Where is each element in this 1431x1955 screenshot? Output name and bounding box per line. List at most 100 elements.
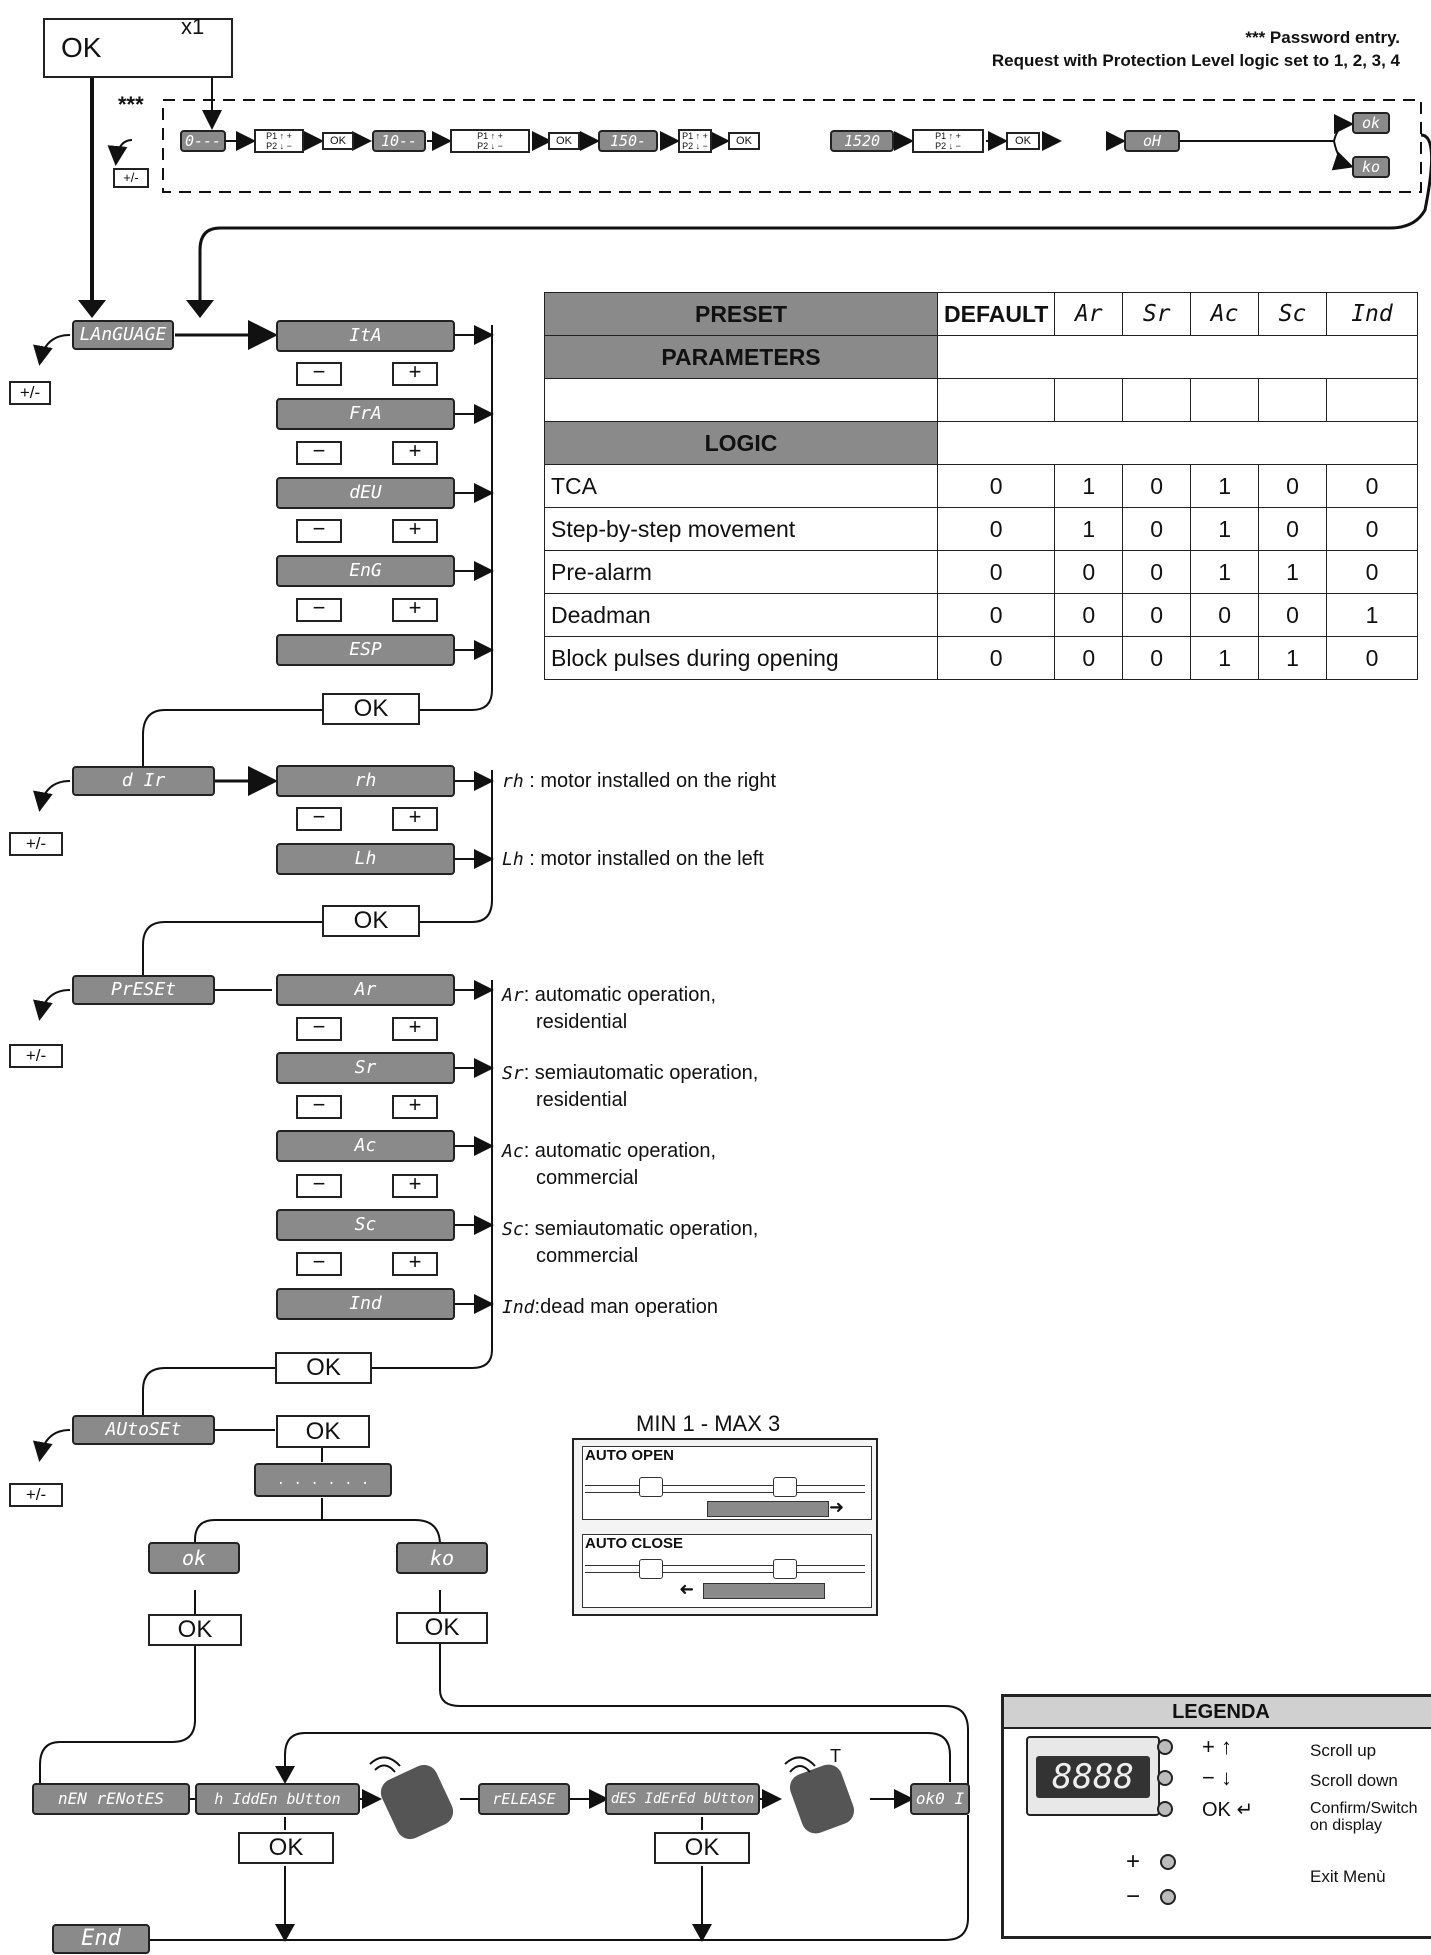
- legend-button-down: [1157, 1770, 1173, 1786]
- password-digit-step-1: 0---: [180, 130, 226, 152]
- direction-option-rh[interactable]: rh: [276, 765, 455, 797]
- minus-button[interactable]: −: [296, 1251, 342, 1276]
- plus-button[interactable]: +: [392, 1173, 438, 1198]
- remotes-hidden-button: h IddEn bUtton: [195, 1783, 360, 1815]
- legend-minus: −: [1126, 1883, 1141, 1910]
- minus-button[interactable]: −: [296, 361, 342, 386]
- plus-button[interactable]: +: [392, 518, 438, 543]
- password-digit-step-4: 1520: [830, 130, 894, 152]
- table-header-ind: Ind: [1325, 292, 1419, 336]
- preset-desc-ind: Ind:dead man operation: [502, 1296, 718, 1318]
- preset-option-sr[interactable]: Sr: [276, 1052, 455, 1084]
- menu-language[interactable]: LAnGUAGE: [72, 320, 174, 350]
- password-ok-4: OK: [1006, 132, 1040, 150]
- auto-open-panel: AUTO OPEN ➜: [582, 1446, 872, 1520]
- autoset-plusminus[interactable]: +/-: [9, 1483, 63, 1507]
- preset-ok-button[interactable]: OK: [275, 1352, 372, 1384]
- preset-plusminus[interactable]: +/-: [9, 1044, 63, 1068]
- menu-new-remotes[interactable]: nEN rENotES: [32, 1783, 190, 1815]
- autoset-ok-confirm[interactable]: OK: [148, 1614, 242, 1646]
- entry-ok-box[interactable]: OK: [43, 18, 233, 78]
- language-option-deu[interactable]: dEU: [276, 477, 455, 509]
- password-digit-step-3: 150-: [598, 130, 658, 152]
- remotes-ok-2[interactable]: OK: [654, 1832, 750, 1864]
- press-count: x1: [181, 14, 205, 39]
- plus-button[interactable]: +: [392, 1016, 438, 1041]
- preset-desc-ar: Ar: automatic operation,residential: [502, 984, 717, 1033]
- plus-button[interactable]: +: [392, 1094, 438, 1119]
- table-header-sr: Sr: [1122, 292, 1192, 336]
- legend-plus: +: [1126, 1848, 1141, 1875]
- table-section-parameters: PARAMETERS: [544, 335, 938, 379]
- preset-option-ar[interactable]: Ar: [276, 974, 455, 1006]
- remote-hand-icon: [369, 1756, 454, 1840]
- remotes-desired-button: dES IdErEd bUtton: [605, 1783, 760, 1815]
- plus-button[interactable]: +: [392, 806, 438, 831]
- direction-desc-lh: Lh : motor installed on the left: [502, 848, 764, 870]
- password-result: oH: [1124, 130, 1180, 152]
- password-plusminus[interactable]: +/-: [113, 168, 149, 188]
- minus-button[interactable]: −: [296, 1094, 342, 1119]
- minus-button[interactable]: −: [296, 518, 342, 543]
- autoset-progress: . . . . . .: [254, 1463, 392, 1497]
- minus-button[interactable]: −: [296, 806, 342, 831]
- password-ok-out: ok: [1352, 112, 1390, 134]
- auto-cycle-panel: AUTO OPEN ➜ AUTO CLOSE ➜: [572, 1438, 878, 1616]
- arrow-right-icon: ➜: [829, 1497, 845, 1518]
- plus-button[interactable]: +: [392, 1251, 438, 1276]
- language-option-fra[interactable]: FrA: [276, 398, 455, 430]
- legend-exit-text: Exit Menù: [1310, 1867, 1386, 1886]
- entry-ok-label: OK: [61, 32, 102, 63]
- autoset-ok-button[interactable]: OK: [276, 1415, 370, 1448]
- language-option-ita[interactable]: ItA: [276, 320, 455, 352]
- table-header-ar: Ar: [1054, 292, 1124, 336]
- minus-button[interactable]: −: [296, 1173, 342, 1198]
- remote-hand-icon-2: T: [784, 1746, 855, 1834]
- legend-text-down: Scroll down: [1310, 1771, 1398, 1790]
- language-plusminus[interactable]: +/-: [9, 381, 51, 405]
- auto-close-label: AUTO CLOSE: [585, 1535, 684, 1552]
- menu-preset[interactable]: PrESEt: [72, 975, 215, 1005]
- direction-ok-button[interactable]: OK: [322, 905, 420, 937]
- table-header-ac: Ac: [1190, 292, 1260, 336]
- autoset-result-ok: ok: [148, 1542, 240, 1574]
- remotes-release: rELEASE: [478, 1783, 570, 1815]
- legend-display-digits: 8888: [1036, 1756, 1150, 1798]
- menu-direction[interactable]: d Ir: [72, 766, 215, 796]
- remotes-ok-1[interactable]: OK: [238, 1832, 334, 1864]
- preset-desc-sr: Sr: semiautomatic operation,residential: [502, 1062, 759, 1111]
- preset-option-ind[interactable]: Ind: [276, 1288, 455, 1320]
- direction-option-lh[interactable]: Lh: [276, 843, 455, 875]
- preset-option-ac[interactable]: Ac: [276, 1130, 455, 1162]
- language-option-esp[interactable]: ESP: [276, 634, 455, 666]
- legend-exit-button-plus: [1160, 1854, 1176, 1870]
- legend-title: LEGENDA: [1172, 1701, 1270, 1723]
- autoset-ko-confirm[interactable]: OK: [396, 1612, 488, 1644]
- password-ok-2: OK: [548, 132, 580, 150]
- minus-button[interactable]: −: [296, 440, 342, 465]
- legend-key-ok: OK ↵: [1202, 1799, 1254, 1821]
- table-header-sc: Sc: [1258, 292, 1327, 336]
- language-option-eng[interactable]: EnG: [276, 555, 455, 587]
- legend-panel: LEGENDA: [1001, 1694, 1431, 1939]
- table-header-default: DEFAULT: [936, 292, 1056, 336]
- minus-button[interactable]: −: [296, 597, 342, 622]
- password-note-title: *** Password entry.: [1245, 28, 1400, 47]
- preset-option-sc[interactable]: Sc: [276, 1209, 455, 1241]
- menu-autoset[interactable]: AUtoSEt: [72, 1415, 215, 1445]
- legend-key-up: + ↑: [1202, 1734, 1232, 1759]
- legend-button-up: [1157, 1739, 1173, 1755]
- minus-button[interactable]: −: [296, 1016, 342, 1041]
- plus-button[interactable]: +: [392, 361, 438, 386]
- table-section-logic: LOGIC: [544, 421, 938, 465]
- language-ok-button[interactable]: OK: [322, 693, 420, 725]
- plus-button[interactable]: +: [392, 440, 438, 465]
- end-label: End: [52, 1924, 150, 1954]
- plus-button[interactable]: +: [392, 597, 438, 622]
- direction-plusminus[interactable]: +/-: [9, 832, 63, 856]
